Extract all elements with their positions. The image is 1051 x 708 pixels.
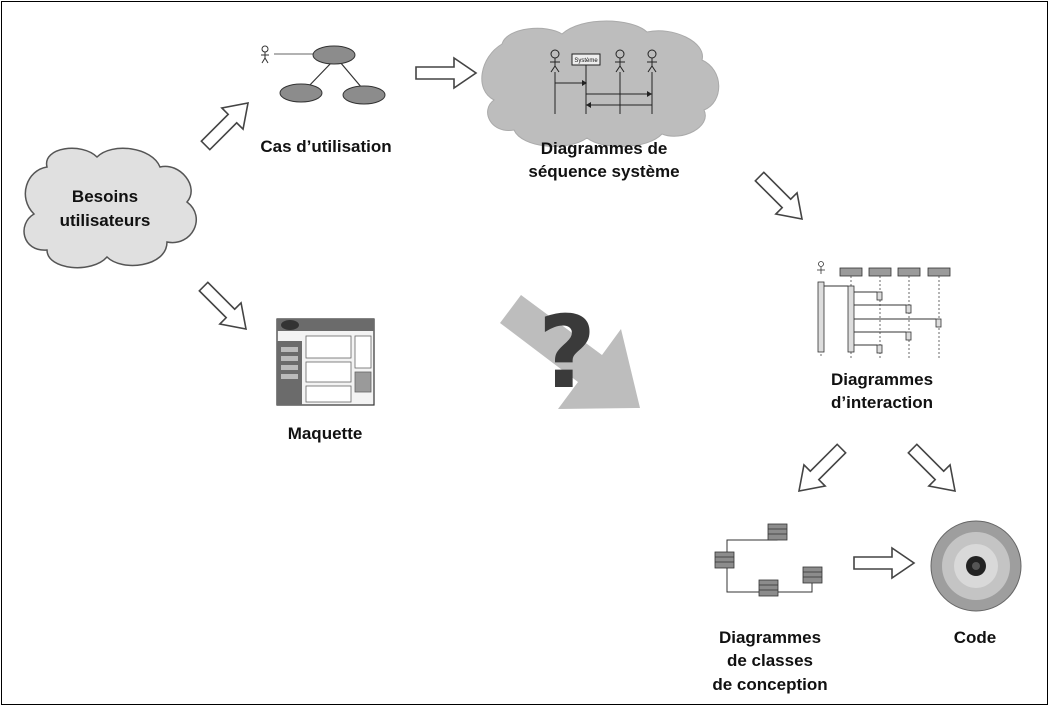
cas-utilisation-label: Cas d’utilisation (260, 137, 391, 156)
unknown-path-arrow: ? (500, 294, 640, 411)
interaction-headers (839, 267, 951, 277)
code-node: Code (930, 520, 1022, 647)
class-boxes (714, 523, 823, 597)
disc-hole (972, 562, 980, 570)
sequence-systeme-label-line1: Diagrammes de (541, 139, 668, 158)
seq-arrowhead-2 (647, 91, 652, 97)
big-grey-arrow (500, 295, 640, 409)
cloud-shape (23, 147, 197, 269)
besoins-label-line2: utilisateurs (60, 211, 151, 230)
actor-icon (261, 45, 269, 64)
interaction-activations (817, 281, 942, 354)
interaction-node: Diagrammes d’interaction (817, 261, 951, 412)
use-case-ellipse-left (279, 83, 323, 103)
classes-node: Diagrammes de classes de conception (712, 523, 828, 694)
arrow-sequence-to-interaction (748, 165, 814, 231)
seq-arrowhead-3 (586, 102, 591, 108)
arrow-besoins-to-cas-utilisation (194, 91, 260, 157)
code-label: Code (954, 628, 997, 647)
maquette-node: Maquette (276, 318, 375, 443)
use-case-ellipse-top (312, 45, 356, 65)
interaction-actor-icon (817, 261, 825, 274)
include-line-left (306, 61, 333, 89)
arrow-interaction-to-code (901, 437, 967, 503)
interaction-label-line2: d’interaction (831, 393, 933, 412)
arrow-interaction-to-classes (787, 437, 853, 503)
besoins-label-line1: Besoins (72, 187, 138, 206)
mockup-header (277, 319, 374, 331)
maquette-label: Maquette (288, 424, 363, 443)
sequence-mini-diagram (550, 49, 657, 114)
mockup-logo (281, 320, 299, 330)
sequence-systeme-label-line2: séquence système (528, 162, 679, 181)
classes-label-line1: Diagrammes (719, 628, 821, 647)
mockup-content-blocks (305, 335, 372, 403)
arrow-besoins-to-maquette (192, 275, 258, 341)
besoins-utilisateurs-node: Besoins utilisateurs (23, 147, 197, 269)
interaction-label-line1: Diagrammes (831, 370, 933, 389)
cas-utilisation-node: Cas d’utilisation (260, 45, 392, 156)
use-case-ellipse-right (342, 85, 386, 105)
arrow-cas-to-sequence-systeme (415, 57, 477, 89)
sequence-cloud-shape (481, 20, 720, 147)
system-box-label: Système (574, 58, 598, 64)
question-mark-icon: ? (538, 294, 596, 411)
include-line-right (339, 61, 363, 89)
seq-arrowhead-1 (582, 80, 587, 86)
sequence-systeme-node: Système Diagrammes de séquence système (481, 20, 720, 181)
interaction-messages (824, 285, 936, 346)
arrow-classes-to-code (853, 547, 915, 579)
mockup-sidebar-items (281, 347, 298, 379)
classes-label-line3: de conception (712, 675, 827, 694)
classes-label-line2: de classes (727, 651, 813, 670)
